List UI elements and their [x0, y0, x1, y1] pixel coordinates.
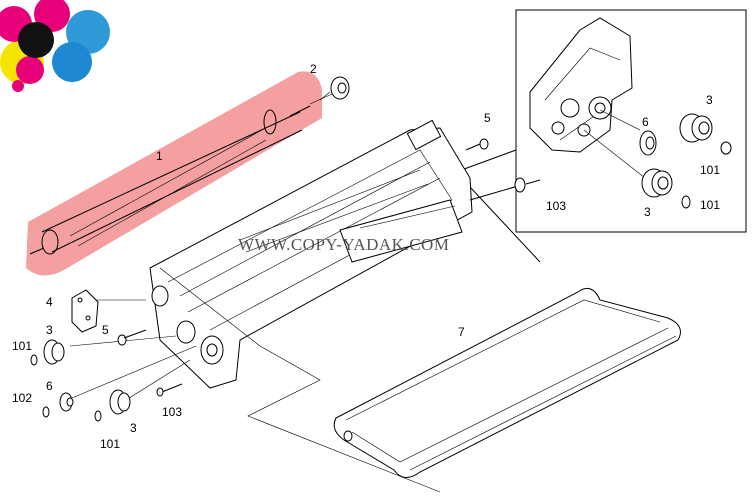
highlighted-roller[interactable] — [26, 71, 322, 276]
callout-2: 2 — [310, 62, 317, 76]
roller-highlight[interactable] — [26, 71, 322, 276]
callout-3-inset-top: 3 — [706, 93, 713, 107]
callout-103-bottom: 103 — [162, 405, 182, 419]
callout-102: 102 — [12, 391, 32, 405]
callout-101-left: 101 — [12, 339, 32, 353]
callout-101-inset-top: 101 — [700, 163, 720, 177]
callout-101-inset-bottom: 101 — [700, 198, 720, 212]
callouts: 1 2 5 103 6 3 101 101 3 4 3 5 101 6 102 … — [12, 62, 720, 451]
callout-101-bottom: 101 — [100, 437, 120, 451]
part-2-bushing — [309, 76, 350, 105]
left-small-parts — [30, 179, 541, 422]
callout-5-top: 5 — [484, 111, 491, 125]
callout-6-inset: 6 — [642, 115, 649, 129]
part-4-bracket — [71, 289, 99, 333]
part-5-screws — [117, 138, 489, 346]
callout-3-bottom: 3 — [130, 421, 137, 435]
watermark-text: WWW.COPY-YADAK.COM — [238, 235, 449, 254]
callout-6-left: 6 — [46, 379, 53, 393]
part-7-tray — [333, 287, 681, 478]
callout-3-left: 3 — [46, 323, 53, 337]
callout-7: 7 — [458, 325, 465, 339]
logo — [0, 0, 110, 92]
callout-5-left: 5 — [102, 323, 109, 337]
callout-1: 1 — [156, 149, 163, 163]
callout-4: 4 — [46, 295, 53, 309]
leader-lines — [69, 91, 441, 493]
callout-103-top: 103 — [546, 199, 566, 213]
inset-box — [455, 9, 747, 263]
callout-3-inset-bottom: 3 — [644, 205, 651, 219]
